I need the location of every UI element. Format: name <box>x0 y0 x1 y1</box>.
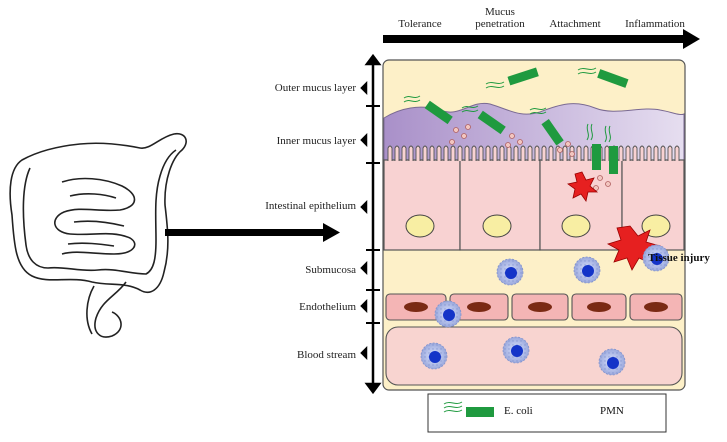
pmn-cell <box>642 244 670 272</box>
microvillus <box>618 145 624 161</box>
microvilli <box>387 145 680 161</box>
microvillus <box>667 145 673 161</box>
pmn-cell <box>502 336 530 364</box>
intestine-illustration <box>9 132 187 338</box>
microvillus <box>653 145 659 161</box>
microvillus <box>422 145 428 161</box>
layer-label-submucosa: Submucosa <box>305 264 356 276</box>
microvillus <box>632 145 638 161</box>
microvillus <box>646 145 652 161</box>
microvillus <box>583 145 589 161</box>
endothelial-nuclei <box>404 302 668 312</box>
microvillus <box>576 145 582 161</box>
microvillus <box>478 145 484 161</box>
microvillus <box>660 145 666 161</box>
microvillus <box>471 145 477 161</box>
microvillus <box>492 145 498 161</box>
microvillus <box>604 145 610 161</box>
microvillus <box>534 145 540 161</box>
layer-label-blood-stream: Blood stream <box>297 349 356 361</box>
legend-flagella <box>443 401 463 413</box>
stage-label-tolerance: Tolerance <box>398 18 442 30</box>
legend-pmn-label: PMN <box>600 405 624 417</box>
pmn-cell <box>496 258 524 286</box>
microvillus <box>639 145 645 161</box>
microvillus <box>401 145 407 161</box>
epithelial-nuclei <box>405 214 671 238</box>
bacteria-attached <box>586 123 618 174</box>
mucus-particles <box>449 124 611 191</box>
layer-label-outer-mucus: Outer mucus layer <box>274 82 356 94</box>
microvillus <box>457 145 463 161</box>
microvillus <box>562 145 568 161</box>
injury-burst-attachment <box>567 171 599 202</box>
microvillus <box>443 145 449 161</box>
microvillus <box>506 145 512 161</box>
pmn-cell <box>598 348 626 376</box>
pmn-cell <box>420 342 448 370</box>
microvillus <box>387 145 393 161</box>
layer-thickness-arrows <box>360 53 382 395</box>
bacteria-outer <box>485 67 629 89</box>
pmn-cell <box>573 256 601 284</box>
pmn-cell <box>434 300 462 328</box>
stage-label-mucus-penetration-text: Mucus penetration <box>475 6 525 30</box>
stage-label-attachment: Attachment <box>549 18 601 30</box>
microvillus <box>429 145 435 161</box>
stage-label-inflammation: Inflammation <box>625 18 685 30</box>
layer-label-epithelium: Intestinal epithelium <box>265 200 356 212</box>
microvillus <box>436 145 442 161</box>
microvillus <box>485 145 491 161</box>
microvillus <box>450 145 456 161</box>
microvillus <box>625 145 631 161</box>
microvillus <box>415 145 421 161</box>
microvillus <box>527 145 533 161</box>
microvillus <box>520 145 526 161</box>
tissue-injury-label: Tissue injury <box>648 252 710 264</box>
microvillus <box>513 145 519 161</box>
progression-arrow <box>383 29 700 49</box>
microvillus <box>464 145 470 161</box>
stage-label-mucus-penetration: Mucus penetration <box>460 6 540 30</box>
microvillus <box>408 145 414 161</box>
bacteria-penetrating <box>403 95 564 146</box>
legend-ecoli-label: E. coli <box>504 405 533 417</box>
microvillus <box>541 145 547 161</box>
layer-label-inner-mucus: Inner mucus layer <box>276 135 356 147</box>
legend-ecoli-swatch <box>466 407 494 417</box>
microvillus <box>394 145 400 161</box>
microvillus <box>548 145 554 161</box>
legend-box <box>427 393 667 433</box>
intestine-arrow <box>165 223 340 242</box>
layer-label-endothelium: Endothelium <box>299 301 356 313</box>
microvillus <box>499 145 505 161</box>
microvillus <box>674 145 680 161</box>
